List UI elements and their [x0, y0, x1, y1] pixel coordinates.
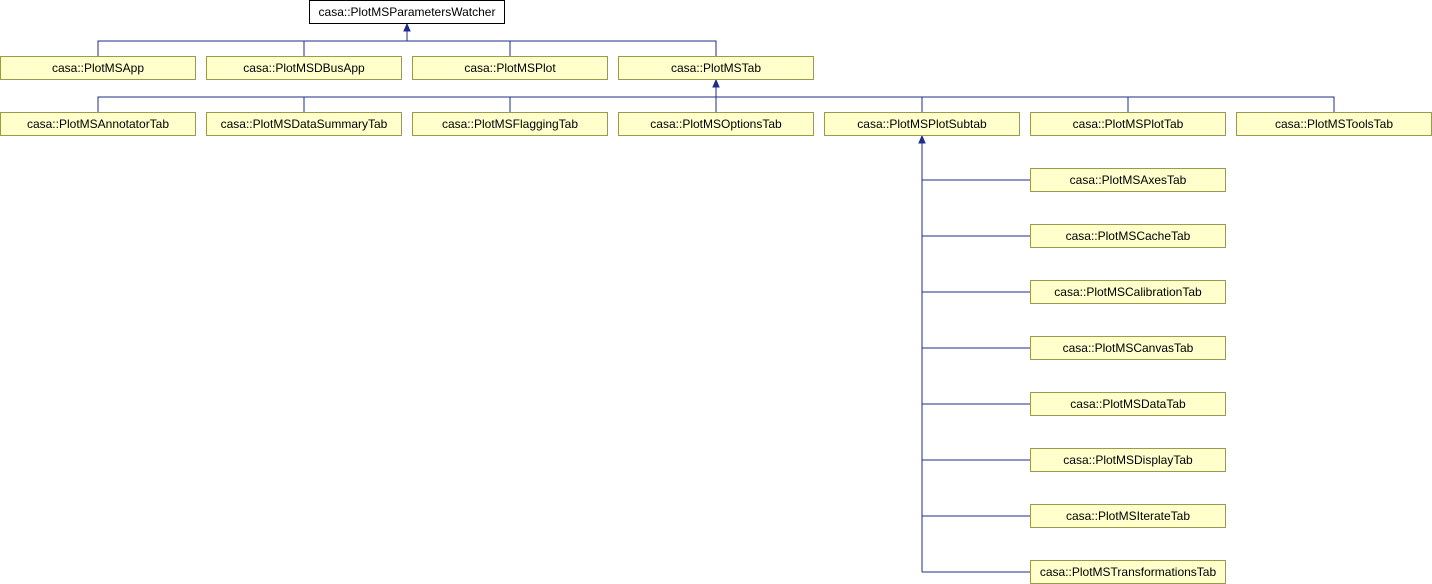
node-options-box — [618, 112, 814, 136]
node-data[interactable]: casa::PlotMSDataTab — [1030, 392, 1226, 416]
node-annotator[interactable]: casa::PlotMSAnnotatorTab — [0, 112, 196, 136]
node-transformations-label: casa::PlotMSTransformationsTab — [1040, 565, 1217, 579]
node-plottab-label: casa::PlotMSPlotTab — [1073, 117, 1184, 131]
node-plotsubtab-label: casa::PlotMSPlotSubtab — [857, 117, 987, 131]
node-calibration-label: casa::PlotMSCalibrationTab — [1054, 285, 1202, 299]
node-calibration[interactable]: casa::PlotMSCalibrationTab — [1030, 280, 1226, 304]
node-display-box — [1030, 448, 1226, 472]
node-plottab-box — [1030, 112, 1226, 136]
node-root[interactable]: casa::PlotMSParametersWatcher — [309, 0, 505, 24]
node-toolstab-label: casa::PlotMSToolsTab — [1275, 117, 1393, 131]
node-cache-box — [1030, 224, 1226, 248]
node-axes-label: casa::PlotMSAxesTab — [1070, 173, 1187, 187]
node-dbusapp-box — [206, 56, 402, 80]
node-dbusapp-label: casa::PlotMSDBusApp — [243, 61, 365, 75]
node-display-label: casa::PlotMSDisplayTab — [1063, 453, 1193, 467]
node-canvas[interactable]: casa::PlotMSCanvasTab — [1030, 336, 1226, 360]
node-annotator-label: casa::PlotMSAnnotatorTab — [27, 117, 169, 131]
node-iterate-label: casa::PlotMSIterateTab — [1066, 509, 1190, 523]
arrowhead-root — [403, 22, 411, 32]
node-calibration-box — [1030, 280, 1226, 304]
node-display[interactable]: casa::PlotMSDisplayTab — [1030, 448, 1226, 472]
node-annotator-box — [0, 112, 196, 136]
node-flagging[interactable]: casa::PlotMSFlaggingTab — [412, 112, 608, 136]
node-iterate[interactable]: casa::PlotMSIterateTab — [1030, 504, 1226, 528]
node-app-box — [0, 56, 196, 80]
edges-plotsubtab-children — [918, 134, 1030, 573]
node-data-label: casa::PlotMSDataTab — [1070, 397, 1186, 411]
arrowhead-plotsubtab — [918, 134, 926, 144]
node-tab-box — [618, 56, 814, 80]
arrowhead-tab — [712, 78, 720, 88]
node-flagging-box — [412, 112, 608, 136]
node-axes-box — [1030, 168, 1226, 192]
node-datasummary-box — [206, 112, 402, 136]
node-axes[interactable]: casa::PlotMSAxesTab — [1030, 168, 1226, 192]
node-canvas-box — [1030, 336, 1226, 360]
node-dbusapp[interactable]: casa::PlotMSDBusApp — [206, 56, 402, 80]
node-options[interactable]: casa::PlotMSOptionsTab — [618, 112, 814, 136]
node-datasummary[interactable]: casa::PlotMSDataSummaryTab — [206, 112, 402, 136]
node-canvas-label: casa::PlotMSCanvasTab — [1063, 341, 1194, 355]
node-tab-label: casa::PlotMSTab — [671, 61, 761, 75]
node-app[interactable]: casa::PlotMSApp — [0, 56, 196, 80]
node-iterate-box — [1030, 504, 1226, 528]
node-options-label: casa::PlotMSOptionsTab — [650, 117, 782, 131]
node-data-box — [1030, 392, 1226, 416]
node-plot-label: casa::PlotMSPlot — [464, 61, 556, 75]
node-plottab[interactable]: casa::PlotMSPlotTab — [1030, 112, 1226, 136]
node-app-label: casa::PlotMSApp — [52, 61, 144, 75]
node-tab[interactable]: casa::PlotMSTab — [618, 56, 814, 80]
node-plot[interactable]: casa::PlotMSPlot — [412, 56, 608, 80]
node-root-box — [309, 0, 505, 24]
node-flagging-label: casa::PlotMSFlaggingTab — [442, 117, 578, 131]
node-transformations[interactable]: casa::PlotMSTransformationsTab — [1030, 560, 1226, 584]
edge-root-app — [97, 40, 717, 56]
node-plot-box — [412, 56, 608, 80]
node-cache[interactable]: casa::PlotMSCacheTab — [1030, 224, 1226, 248]
node-root-label: casa::PlotMSParametersWatcher — [319, 5, 496, 19]
node-toolstab[interactable]: casa::PlotMSToolsTab — [1236, 112, 1432, 136]
edges-root-children — [97, 22, 717, 56]
node-plotsubtab-box — [824, 112, 1020, 136]
node-plotsubtab[interactable]: casa::PlotMSPlotSubtab — [824, 112, 1020, 136]
edges-tab-children — [97, 78, 1335, 112]
node-datasummary-label: casa::PlotMSDataSummaryTab — [221, 117, 388, 131]
node-cache-label: casa::PlotMSCacheTab — [1066, 229, 1191, 243]
